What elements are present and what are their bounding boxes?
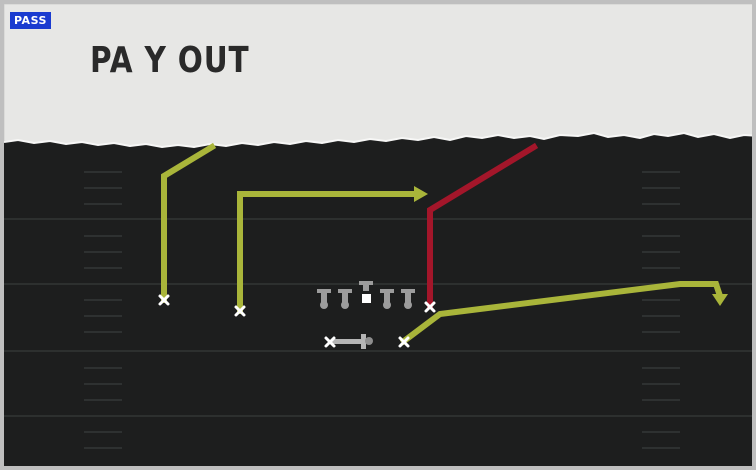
play-title: PA Y OUT (90, 40, 250, 81)
x-marker-icon (158, 294, 170, 306)
route-left-wide-receiver (161, 142, 217, 303)
route-tight-end-read (427, 142, 539, 309)
yard-lines (4, 218, 752, 417)
motion-arrow-icon (332, 334, 373, 349)
arrow-head-flat-route (712, 294, 728, 306)
x-marker-icon (324, 336, 336, 348)
x-marker-icon (424, 301, 436, 313)
x-marker-icon (234, 305, 246, 317)
route-slot-out (237, 191, 419, 314)
lineman-t-icon (359, 281, 373, 291)
x-marker-icon (398, 336, 410, 348)
arrow-head-out-route (414, 186, 428, 202)
lineman-t-icon (380, 289, 394, 309)
route-running-back-flat (399, 281, 724, 346)
lineman-t-icon (401, 289, 415, 309)
play-type-badge: PASS (10, 12, 51, 29)
paper-tear-edge (4, 131, 752, 149)
lineman-t-icon (338, 289, 352, 309)
lineman-t-icon (317, 289, 331, 309)
hash-marks (84, 171, 680, 449)
center-square-icon (362, 294, 371, 303)
offensive-line (317, 281, 415, 309)
play-field (4, 4, 752, 466)
